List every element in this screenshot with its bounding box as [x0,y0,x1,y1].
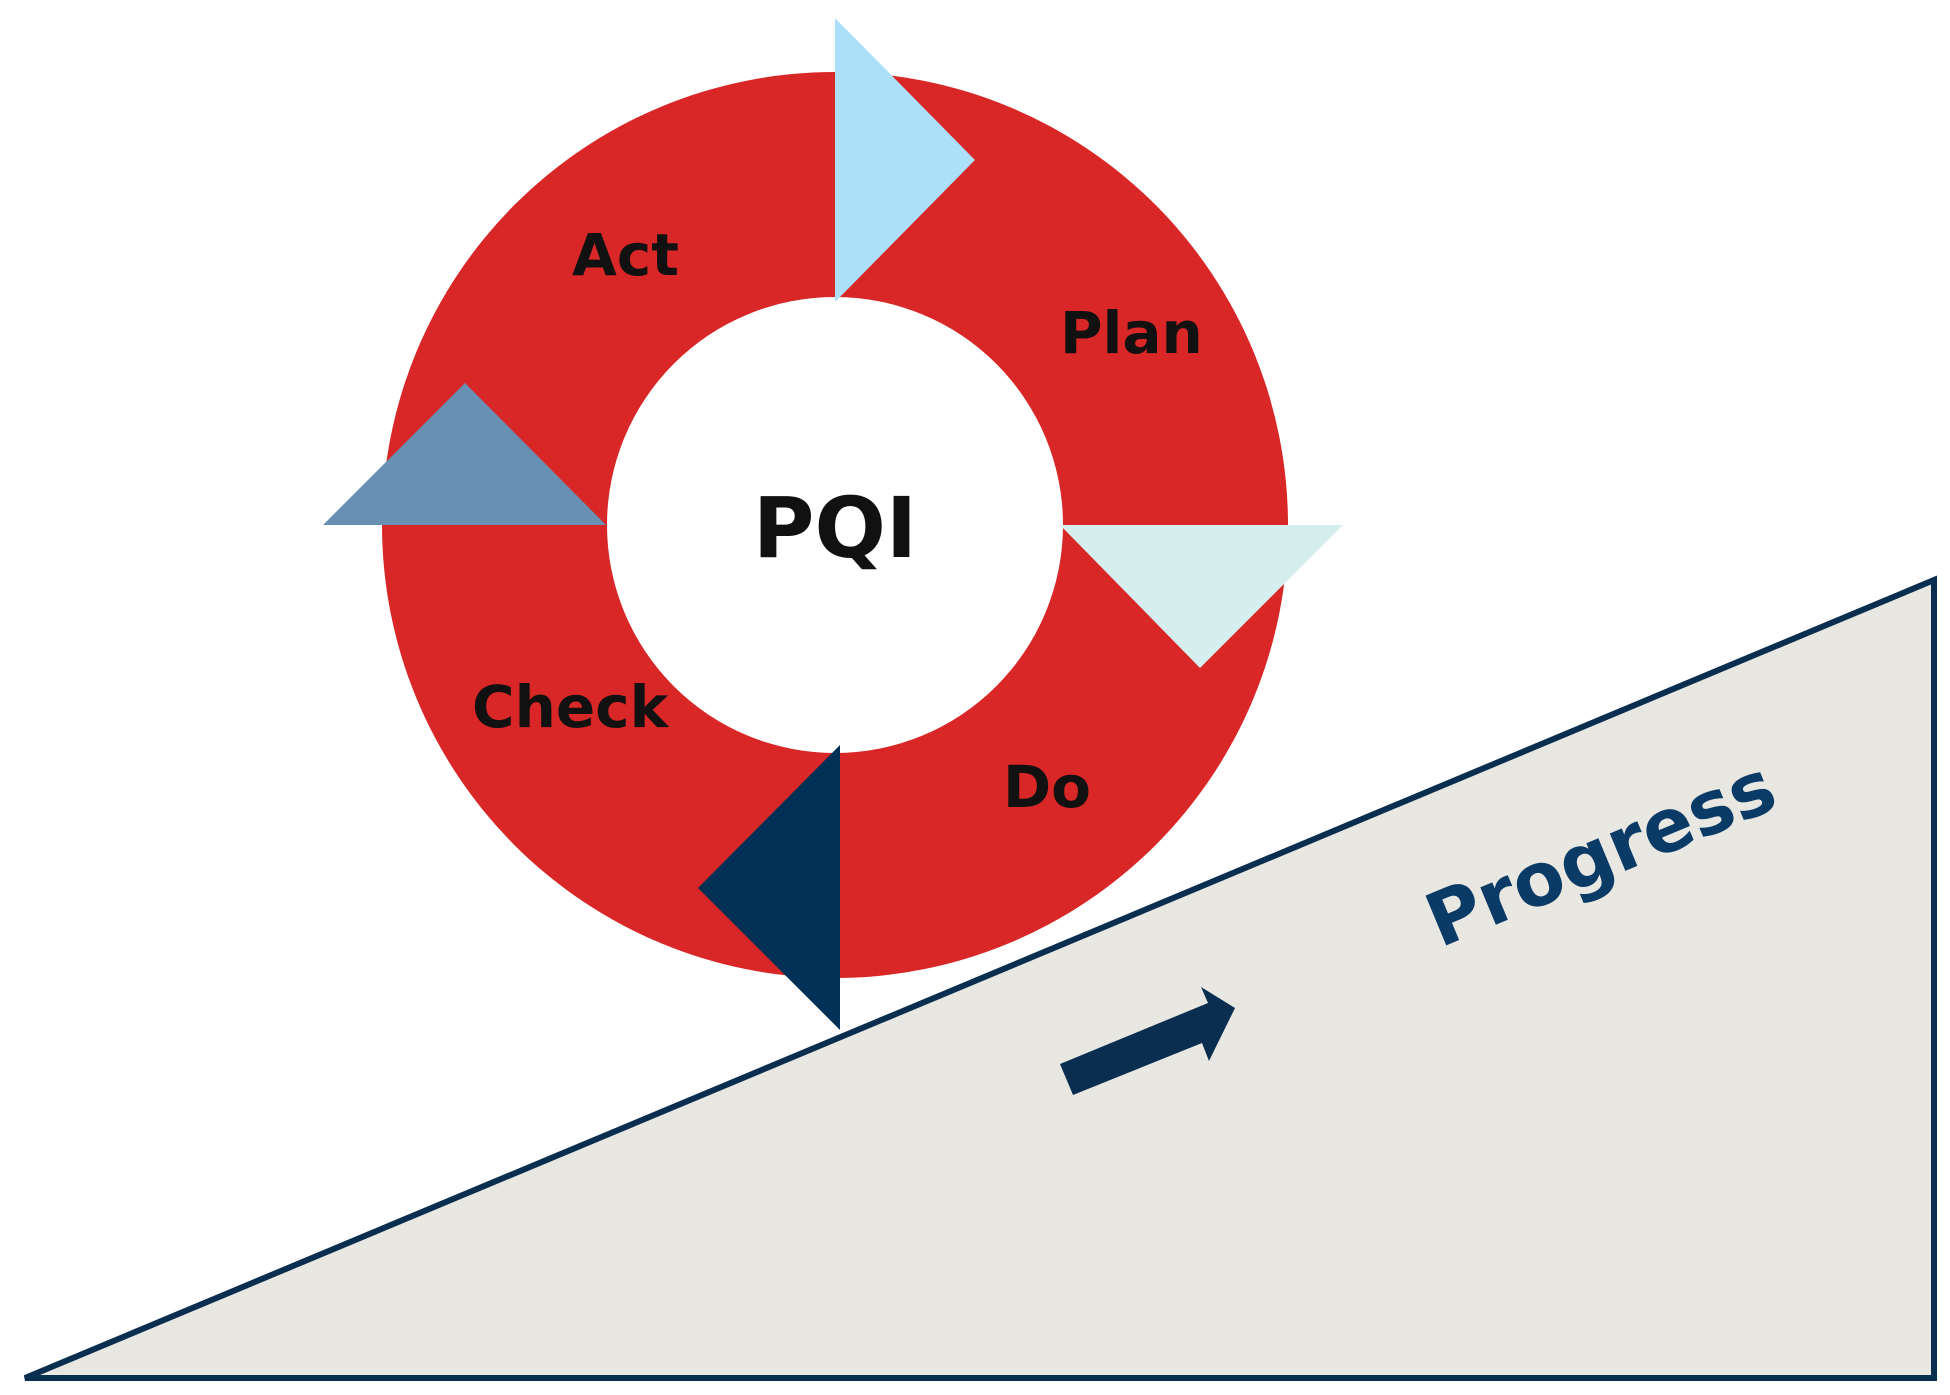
arrow-plan-to-do [1060,525,1343,668]
phase-label-plan: Plan [1060,299,1203,367]
arrow-act-to-plan [835,18,975,302]
pdca-hub [607,297,1063,753]
phase-label-do: Do [1003,753,1091,821]
progress-slope [23,575,1937,1381]
phase-label-check: Check [472,673,670,741]
phase-label-act: Act [572,221,679,289]
center-label: PQI [753,479,917,577]
arrow-check-to-act [323,383,606,525]
progress-direction-arrow [1060,987,1235,1095]
arrow-do-to-check [698,745,840,1030]
